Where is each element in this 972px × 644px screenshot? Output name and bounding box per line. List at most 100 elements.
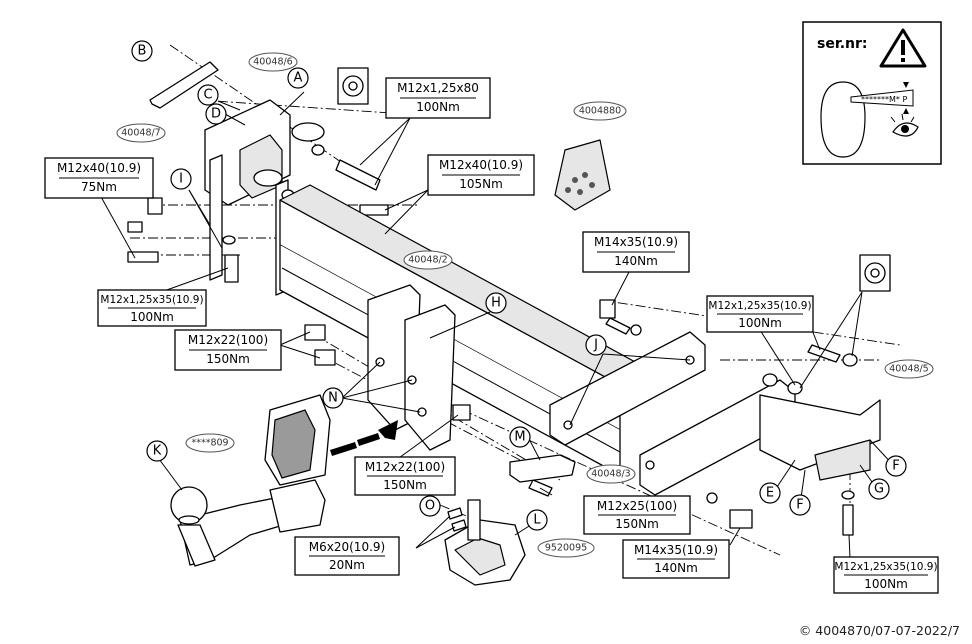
svg-text:M12x40(10.9): M12x40(10.9) — [439, 158, 523, 172]
torque-box-m12x40-105: M12x40(10.9) 105Nm — [427, 154, 535, 196]
svg-text:M14x35(10.9): M14x35(10.9) — [634, 543, 718, 557]
washer-inset-top — [337, 67, 369, 105]
torque-box-m14x35-bottom: M14x35(10.9) 140Nm — [622, 539, 730, 579]
mounting-plates — [367, 284, 456, 451]
part-letter-m: M — [509, 426, 531, 448]
torque-box-m12x1-25x80: M12x1,25x80 100Nm — [385, 77, 491, 119]
svg-text:105Nm: 105Nm — [459, 177, 503, 191]
svg-text:N: N — [328, 391, 338, 406]
part-letter-j: J — [585, 334, 607, 356]
torque-box-m12x40-75: M12x40(10.9) 75Nm — [44, 157, 154, 199]
torque-box-m12x22-left: M12x22(100) 150Nm — [174, 329, 282, 371]
svg-text:M12x40(10.9): M12x40(10.9) — [57, 161, 141, 175]
torque-box-m14x35-top: M14x35(10.9) 140Nm — [582, 231, 690, 273]
svg-text:M6x20(10.9): M6x20(10.9) — [309, 540, 385, 554]
serial-plate-text: *******M* P — [861, 95, 907, 104]
part-letter-h: H — [485, 292, 507, 314]
washer-inset-right — [859, 254, 891, 292]
ref-oval-40048-7: 40048/7 — [116, 123, 166, 143]
part-letter-k: K — [146, 440, 168, 462]
svg-text:100Nm: 100Nm — [416, 100, 460, 114]
svg-text:40048/7: 40048/7 — [121, 128, 160, 139]
torque-box-m12x25: M12x25(100) 150Nm — [583, 495, 691, 535]
svg-text:E: E — [766, 486, 774, 501]
svg-text:G: G — [874, 482, 884, 497]
svg-text:100Nm: 100Nm — [130, 310, 174, 324]
svg-text:100Nm: 100Nm — [864, 577, 908, 591]
svg-text:****809: ****809 — [191, 438, 228, 449]
right-bracket — [549, 331, 881, 536]
svg-text:H: H — [491, 296, 501, 311]
svg-text:O: O — [425, 499, 435, 514]
svg-text:150Nm: 150Nm — [206, 352, 250, 366]
svg-text:40048/3: 40048/3 — [591, 469, 630, 480]
ref-oval-40048-3: 40048/3 — [586, 464, 636, 484]
ref-oval-809: ****809 — [185, 433, 235, 453]
svg-text:B: B — [138, 44, 147, 59]
warning-icon — [879, 28, 927, 68]
svg-text:M12x1,25x80: M12x1,25x80 — [397, 81, 479, 95]
svg-text:150Nm: 150Nm — [615, 517, 659, 531]
svg-text:L: L — [533, 513, 541, 528]
svg-text:F: F — [796, 498, 803, 513]
ref-oval-4004880: 4004880 — [573, 101, 627, 121]
svg-text:M14x35(10.9): M14x35(10.9) — [594, 235, 678, 249]
ref-oval-40048-6: 40048/6 — [248, 52, 298, 72]
svg-text:M12x22(100): M12x22(100) — [365, 460, 445, 474]
torque-box-m6x20: M6x20(10.9) 20Nm — [294, 536, 400, 576]
svg-text:M12x1,25x35(10.9): M12x1,25x35(10.9) — [834, 561, 937, 573]
eye-icon — [890, 113, 919, 137]
socket-plate — [444, 499, 526, 586]
svg-text:C: C — [203, 88, 212, 103]
bolt-bag — [554, 139, 611, 211]
svg-text:M12x1,25x35(10.9): M12x1,25x35(10.9) — [708, 300, 811, 312]
insertion-arrow — [330, 420, 398, 456]
part-letter-e: E — [759, 482, 781, 504]
ref-oval-40048-2: 40048/2 — [403, 250, 453, 270]
svg-text:20Nm: 20Nm — [329, 558, 365, 572]
part-letter-l: L — [526, 509, 548, 531]
svg-text:140Nm: 140Nm — [614, 254, 658, 268]
part-letter-o: O — [419, 495, 441, 517]
part-letter-i: I — [170, 168, 192, 190]
part-letter-d: D — [205, 103, 227, 125]
svg-text:4004880: 4004880 — [579, 106, 621, 117]
torque-boxes: M12x1,25x80 100Nm M12x40(10.9) 105Nm M12… — [44, 77, 939, 594]
part-letter-f-left: F — [789, 494, 811, 516]
svg-text:J: J — [593, 338, 598, 353]
torque-box-m12x22-center: M12x22(100) 150Nm — [354, 456, 456, 496]
ref-oval-9520095: 9520095 — [537, 538, 595, 558]
part-letter-c: C — [197, 84, 219, 106]
center-bolts — [304, 299, 753, 529]
svg-text:40048/6: 40048/6 — [253, 57, 292, 68]
torque-box-m12x1-25x35-left: M12x1,25x35(10.9) 100Nm — [97, 289, 207, 327]
svg-text:K: K — [153, 444, 162, 459]
tow-ball-assembly — [170, 394, 331, 567]
part-letter-n: N — [322, 387, 344, 409]
part-letters: A B C D I H J N K M O L E F F G — [131, 40, 907, 531]
svg-text:150Nm: 150Nm — [383, 478, 427, 492]
svg-text:M12x22(100): M12x22(100) — [188, 333, 268, 347]
svg-text:100Nm: 100Nm — [738, 316, 782, 330]
ref-oval-40048-5: 40048/5 — [884, 359, 934, 379]
reference-ovals: 40048/6 40048/7 4004880 40048/2 ****809 … — [116, 52, 934, 558]
part-letter-f-right: F — [885, 455, 907, 477]
svg-text:I: I — [179, 172, 183, 187]
svg-text:F: F — [892, 459, 899, 474]
copyright-footer: © 4004870/07-07-2022/7 — [798, 623, 960, 638]
svg-text:140Nm: 140Nm — [654, 561, 698, 575]
serial-number-panel: ser.nr: *******M* P — [802, 21, 942, 165]
svg-text:A: A — [294, 71, 303, 86]
torque-box-m12x1-25x35-right: M12x1,25x35(10.9) 100Nm — [706, 295, 814, 333]
bracket-m — [509, 454, 576, 483]
torque-box-m12x1-25x35-bottom: M12x1,25x35(10.9) 100Nm — [833, 556, 939, 594]
svg-text:40048/2: 40048/2 — [408, 255, 447, 266]
svg-text:75Nm: 75Nm — [81, 180, 117, 194]
serial-title: ser.nr: — [817, 36, 868, 52]
vehicle-bracket — [127, 61, 325, 296]
svg-text:M12x1,25x35(10.9): M12x1,25x35(10.9) — [100, 294, 203, 306]
part-letter-b: B — [131, 40, 153, 62]
svg-text:40048/5: 40048/5 — [889, 364, 928, 375]
svg-text:M12x25(100): M12x25(100) — [597, 499, 677, 513]
